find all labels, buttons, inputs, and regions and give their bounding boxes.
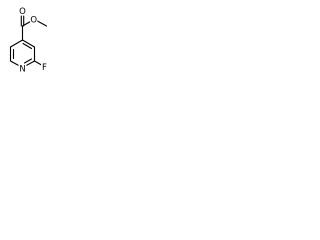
ring-nitrogen-bg [18,63,27,74]
carbonyl-oxygen-label: O [19,7,26,17]
bond-carbonyl-ester-oxygen [21,20,32,27]
fluorine-bg [41,62,48,72]
carbonyl-oxygen-bg [18,5,27,16]
ring-nitrogen-label: N [19,65,25,75]
bond-c2-fluorine [33,60,43,66]
fluorine-label: F [42,63,47,73]
ring-bond-c4-c3 [21,39,36,48]
ester-oxygen-label: O [30,16,37,26]
methyl-2-fluoroisonicotinate-structure: O O N F [9,5,48,75]
ester-oxygen-bg [30,14,38,25]
bond-ester-oxygen-methyl [35,19,48,27]
ring-double-bond-c4-c3-inner [22,42,33,50]
ring-double-bond-c2-n-inner [23,58,33,64]
ring-bond-c5-c4 [9,39,24,48]
